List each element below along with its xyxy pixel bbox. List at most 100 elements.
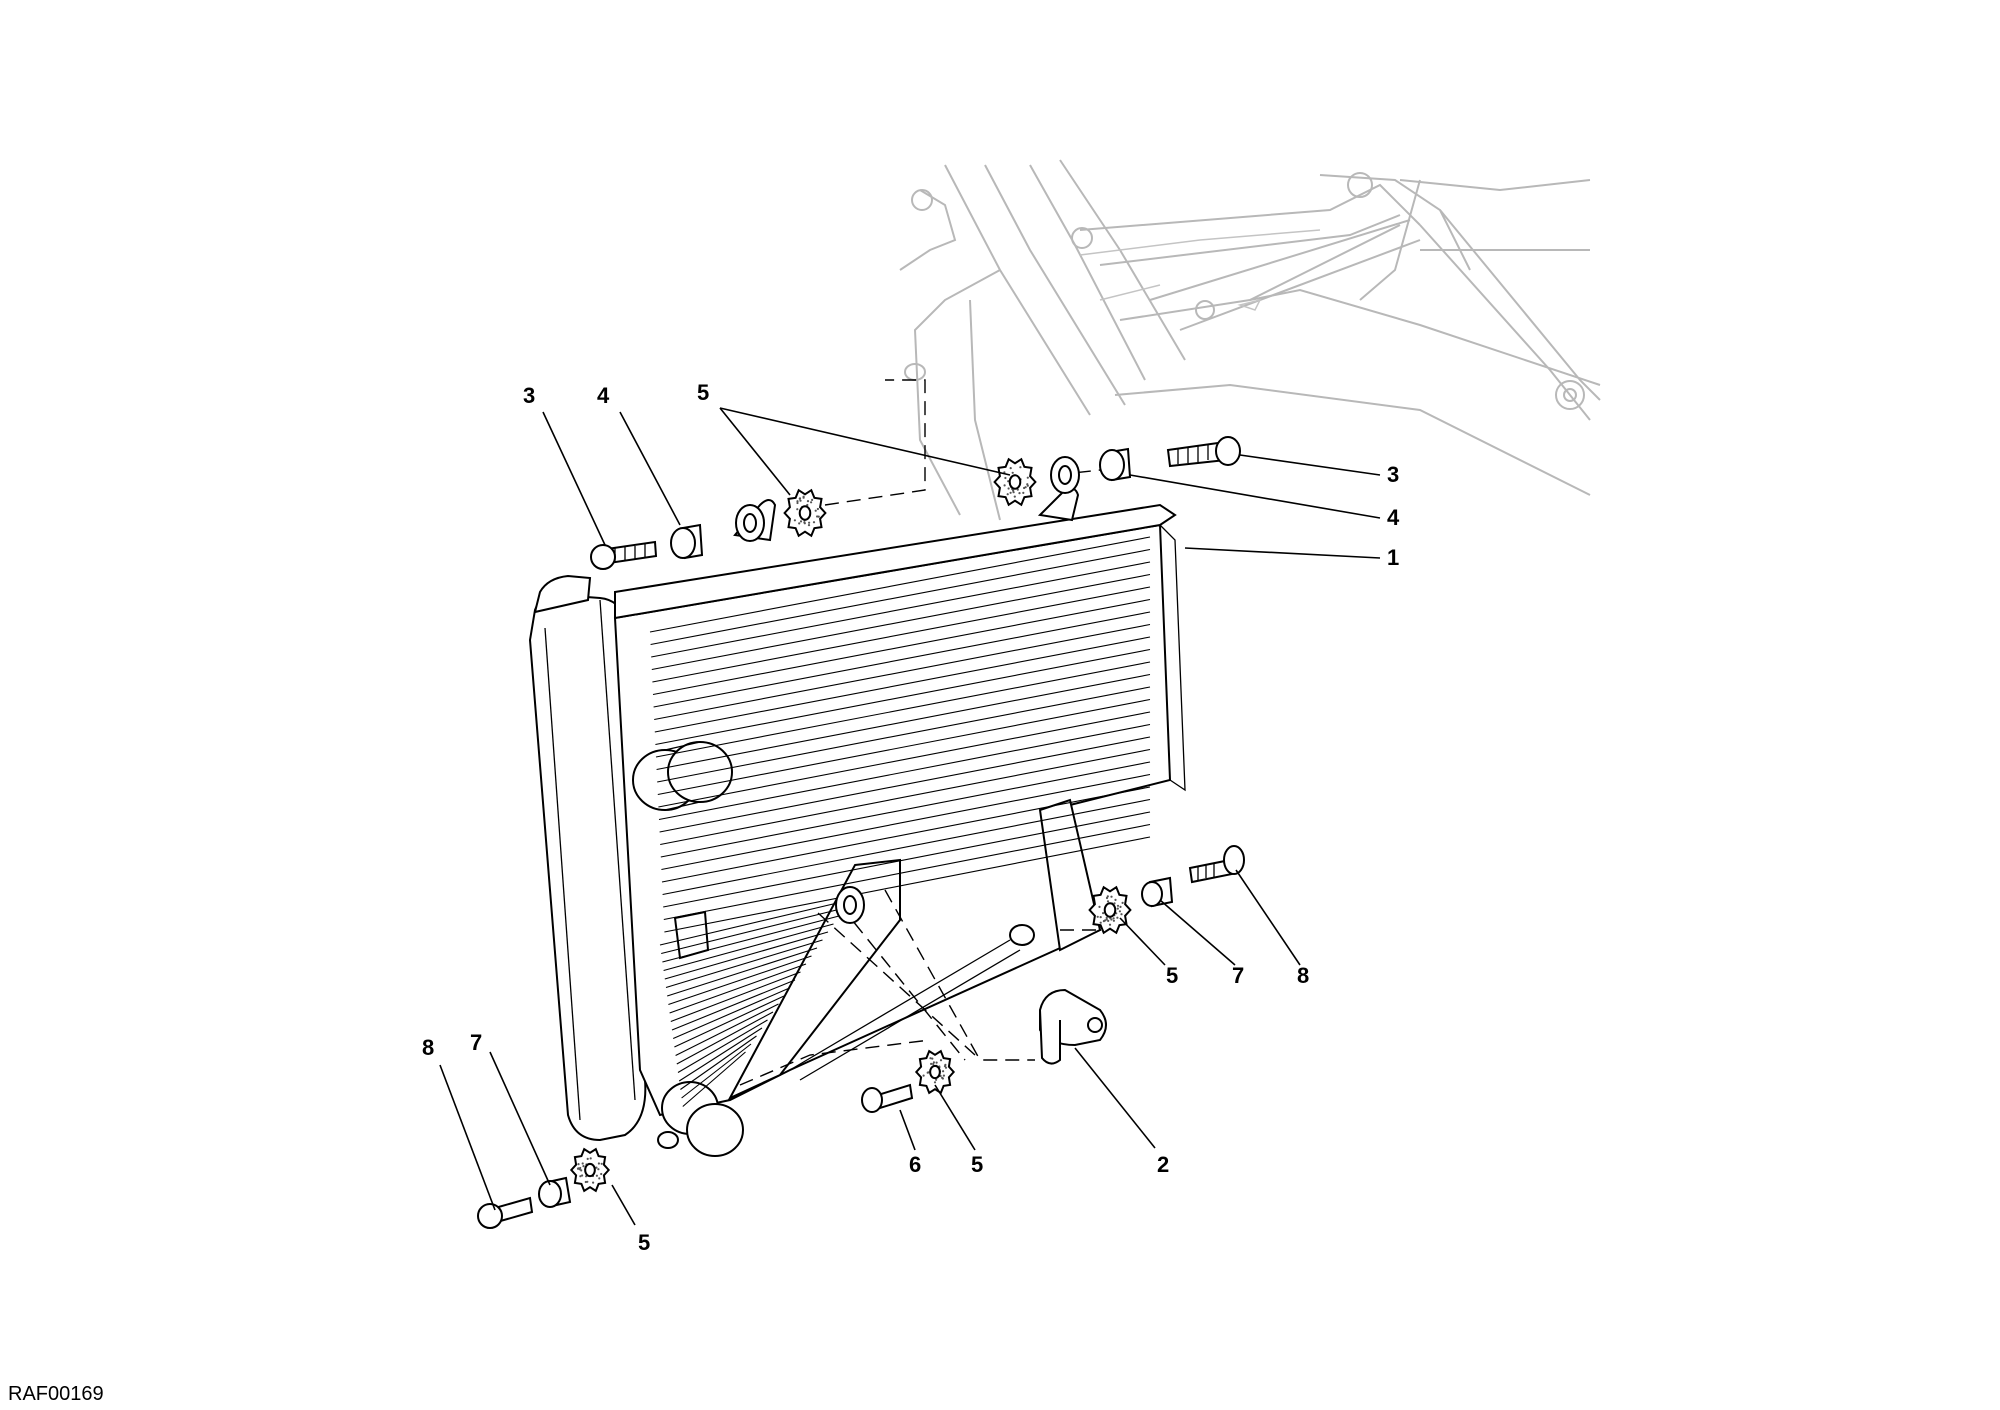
- grommet-texture-dot: [1027, 477, 1029, 479]
- spacer-bottom-left: [539, 1178, 570, 1207]
- grommet-texture-dot: [818, 516, 820, 518]
- grommet-texture-dot: [808, 524, 810, 526]
- callout-2: 2: [1157, 1152, 1169, 1177]
- grommet-texture-dot: [1119, 910, 1121, 912]
- grommet-texture-dot: [598, 1177, 600, 1179]
- grommet-texture-dot: [815, 510, 817, 512]
- grommet-texture-dot: [1102, 912, 1104, 914]
- callout-5-right: 5: [1166, 963, 1178, 988]
- grommet-texture-dot: [799, 500, 801, 502]
- grommet-texture-dot: [936, 1062, 938, 1064]
- radiator-assembly: [530, 488, 1185, 1156]
- grommet-texture-dot: [587, 1158, 589, 1160]
- washer-top-right: [1051, 457, 1079, 493]
- grommet-hole: [1010, 475, 1021, 488]
- grommet-texture-dot: [1110, 896, 1112, 898]
- grommet-texture-dot: [794, 519, 796, 521]
- grommet-texture-dot: [1117, 908, 1119, 910]
- spacer-top-left: [671, 525, 702, 558]
- grommet-texture-dot: [1008, 487, 1010, 489]
- grommet-texture-dot: [600, 1173, 602, 1175]
- callout-8-left: 8: [422, 1035, 434, 1060]
- bolt-bottom-center: [862, 1085, 912, 1112]
- grommet-texture-dot: [944, 1065, 946, 1067]
- grommet-texture-dot: [1107, 895, 1109, 897]
- grommet-hole: [930, 1066, 940, 1078]
- grommet-texture-dot: [810, 501, 812, 503]
- drawing-code: RAF00169: [8, 1383, 104, 1405]
- grommet-texture-dot: [1113, 920, 1115, 922]
- grommet-texture-dot: [1098, 906, 1100, 908]
- grommet-texture-dot: [800, 520, 802, 522]
- grommet-texture-dot: [1110, 918, 1112, 920]
- grommet-texture-dot: [1107, 900, 1109, 902]
- callout-1: 1: [1387, 545, 1399, 570]
- grommet-texture-dot: [1106, 918, 1108, 920]
- grommet-top-right: [995, 459, 1036, 505]
- grommet-texture-dot: [581, 1174, 583, 1176]
- grommet-texture-dot: [580, 1169, 582, 1171]
- grommet-top-left: [785, 490, 826, 536]
- grommet-texture-dot: [1116, 917, 1118, 919]
- callout-7-right: 7: [1232, 963, 1244, 988]
- grommet-texture-dot: [1022, 492, 1024, 494]
- grommet-texture-dot: [597, 1168, 599, 1170]
- bolt-top-left: [591, 542, 656, 569]
- callout-3-left: 3: [523, 383, 535, 408]
- bolt-right: [1190, 846, 1244, 882]
- grommet-texture-dot: [1014, 496, 1016, 498]
- grommet-texture-dot: [590, 1157, 592, 1159]
- grommet-texture-dot: [930, 1063, 932, 1065]
- grommet-texture-dot: [796, 508, 798, 510]
- callout-4-left: 4: [597, 383, 610, 408]
- grommet-texture-dot: [942, 1077, 944, 1079]
- grommet-texture-dot: [807, 500, 809, 502]
- grommet-texture-dot: [1109, 924, 1111, 926]
- grommet-texture-dot: [582, 1162, 584, 1164]
- grommet-hole: [800, 506, 811, 519]
- callout-3-right: 3: [1387, 462, 1399, 487]
- grommet-texture-dot: [586, 1181, 588, 1183]
- grommet-texture-dot: [1010, 467, 1012, 469]
- bolt-bottom-left: [478, 1198, 532, 1228]
- grommet-texture-dot: [1026, 483, 1028, 485]
- grommet-texture-dot: [1004, 477, 1006, 479]
- grommet-texture-dot: [799, 497, 801, 499]
- grommet-texture-dot: [582, 1165, 584, 1167]
- callout-5-bottom-left: 5: [638, 1230, 650, 1255]
- grommet-texture-dot: [1117, 905, 1119, 907]
- grommet-texture-dot: [1010, 492, 1012, 494]
- grommet-texture-dot: [1097, 916, 1099, 918]
- mounting-bracket: [1040, 990, 1106, 1064]
- grommet-bottom-center: [916, 1051, 953, 1093]
- callout-6: 6: [909, 1152, 921, 1177]
- callout-5-bottom-mid: 5: [971, 1152, 983, 1177]
- washer-top-left: [736, 505, 764, 541]
- grommet-texture-dot: [943, 1075, 945, 1077]
- grommet-texture-dot: [931, 1058, 933, 1060]
- grommet-texture-dot: [934, 1081, 936, 1083]
- grommet-bottom-left: [571, 1149, 608, 1191]
- grommet-texture-dot: [577, 1167, 579, 1169]
- grommet-texture-dot: [808, 522, 810, 524]
- grommet-texture-dot: [592, 1182, 594, 1184]
- grommet-texture-dot: [803, 521, 805, 523]
- grommet-texture-dot: [813, 521, 815, 523]
- grommet-texture-dot: [923, 1075, 925, 1077]
- grommet-hole: [585, 1164, 595, 1176]
- grommet-texture-dot: [798, 522, 800, 524]
- grommet-texture-dot: [1025, 486, 1027, 488]
- grommet-texture-dot: [1100, 916, 1102, 918]
- grommet-texture-dot: [1113, 917, 1115, 919]
- grommet-texture-dot: [596, 1175, 598, 1177]
- grommet-texture-dot: [577, 1163, 579, 1165]
- grommet-texture-dot: [940, 1059, 942, 1061]
- grommet-texture-dot: [598, 1162, 600, 1164]
- bolt-top-right: [1168, 437, 1240, 466]
- grommet-texture-dot: [1119, 906, 1121, 908]
- grommet-texture-dot: [796, 500, 798, 502]
- grommet-texture-dot: [1122, 902, 1124, 904]
- callout-8-right: 8: [1297, 963, 1309, 988]
- grommet-texture-dot: [1019, 466, 1021, 468]
